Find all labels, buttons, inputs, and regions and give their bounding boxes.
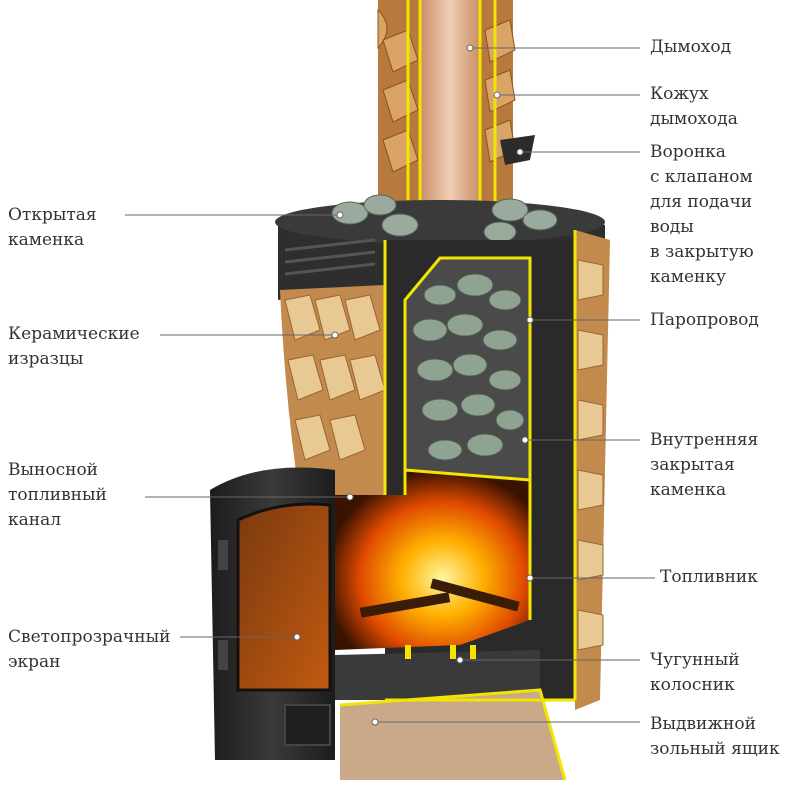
label-line: Кожух — [650, 84, 709, 104]
label-inner-heater: Внутренняя закрытая каменка — [650, 428, 758, 503]
label-line: каменку — [650, 267, 727, 287]
label-line: Керамические — [8, 324, 140, 344]
label-line: каменка — [650, 480, 727, 500]
label-line: колосник — [650, 675, 735, 695]
label-line: Воронка — [650, 142, 726, 162]
label-line: Дымоход — [650, 37, 732, 57]
label-line: Выносной — [8, 460, 99, 480]
label-line: каменка — [8, 230, 85, 250]
label-firebox: Топливник — [660, 565, 758, 590]
label-line: канал — [8, 510, 62, 530]
firebox — [335, 468, 532, 650]
label-line: Внутренняя — [650, 430, 759, 450]
label-steam-pipe: Паропровод — [650, 308, 759, 333]
label-line: зольный ящик — [650, 739, 780, 759]
label-line: воды — [650, 217, 694, 237]
label-chimney-casing: Кожух дымохода — [650, 82, 738, 132]
label-ceramic-tiles: Керамические изразцы — [8, 322, 140, 372]
fuel-door — [210, 467, 335, 760]
label-line: дымохода — [650, 109, 738, 129]
label-line: изразцы — [8, 349, 84, 369]
label-chimney: Дымоход — [650, 35, 731, 60]
label-line: экран — [8, 652, 61, 672]
label-line: в закрытую — [650, 242, 754, 262]
grate-and-ash — [335, 645, 567, 781]
label-line: с клапаном — [650, 167, 753, 187]
label-open-heater: Открытая каменка — [8, 203, 97, 253]
label-line: Паропровод — [650, 310, 759, 330]
leader-lines — [125, 44, 655, 726]
label-line: закрытая — [650, 455, 735, 475]
label-glass-screen: Светопрозрачный экран — [8, 625, 170, 675]
ceramic-tiles — [280, 230, 610, 710]
label-line: для подачи — [650, 192, 753, 212]
label-line: Открытая — [8, 205, 97, 225]
label-line: топливный — [8, 485, 107, 505]
label-funnel-valve: Воронка с клапаном для подачи воды в зак… — [650, 140, 754, 290]
label-line: Чугунный — [650, 650, 740, 670]
label-line: Топливник — [660, 567, 758, 587]
label-ash-drawer: Выдвижной зольный ящик — [650, 712, 780, 762]
inner-closed-heater — [403, 256, 532, 482]
label-fuel-channel: Выносной топливный канал — [8, 458, 107, 533]
label-grate: Чугунный колосник — [650, 648, 740, 698]
label-line: Выдвижной — [650, 714, 756, 734]
label-line: Светопрозрачный — [8, 627, 171, 647]
